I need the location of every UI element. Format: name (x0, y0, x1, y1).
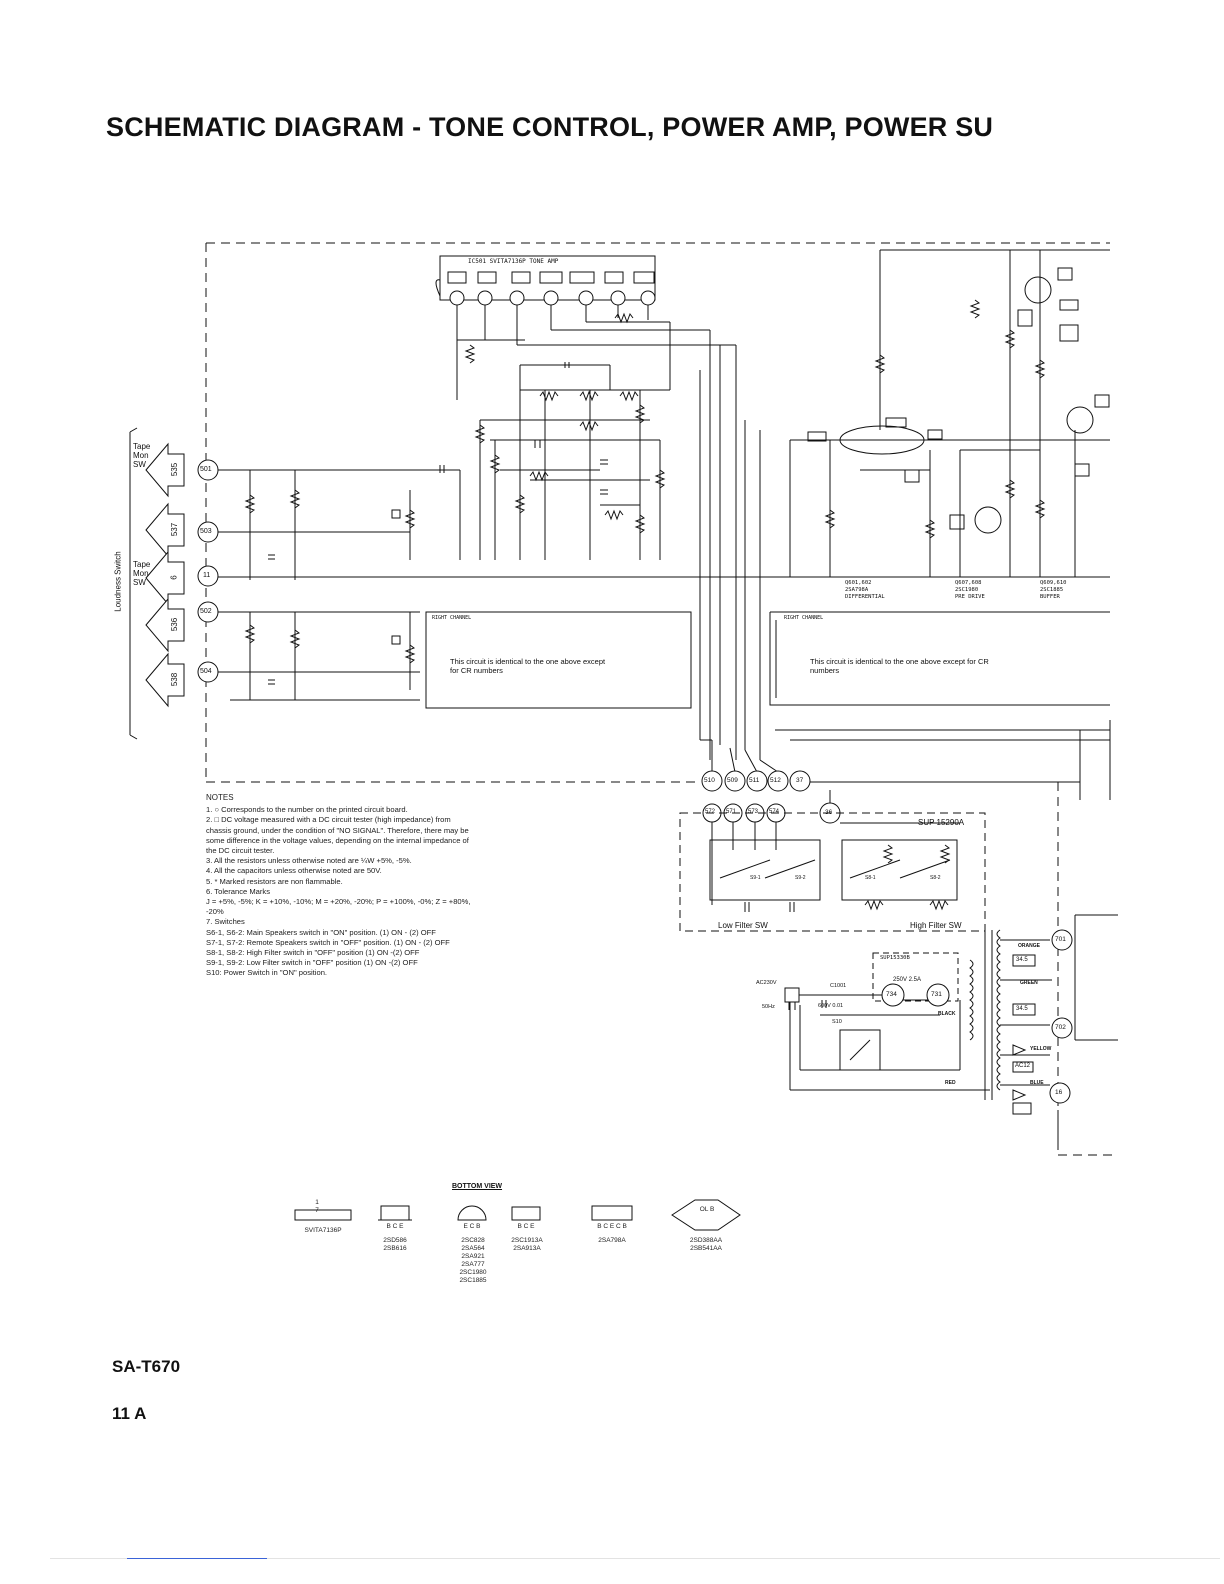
connector-536: 536 (170, 617, 180, 632)
node-512: 512 (770, 777, 781, 784)
note-item-3: 3. All the resistors unless otherwise no… (206, 856, 412, 866)
transistor-role: PRE DRIVE (955, 594, 985, 600)
node-734: 734 (886, 991, 897, 998)
note-item-1: 1. ○ Corresponds to the number on the pr… (206, 805, 408, 815)
node-511: 511 (749, 777, 760, 784)
loudness-switch-label: Loudness Switch (113, 551, 123, 612)
ac-level-2: 34.5 (1016, 1006, 1028, 1012)
transistor-names: Q601,602 (845, 580, 872, 586)
switch-board-label: SUP 15290A (918, 818, 965, 827)
transistor-role: DIFFERENTIAL (845, 594, 885, 600)
transistor-role: BUFFER (1040, 594, 1060, 600)
node-510: 510 (704, 777, 715, 784)
right-channel-note-2: This circuit is identical to the one abo… (810, 657, 989, 675)
ic-label: IC501 SVITA7136P TONE AMP (468, 258, 559, 265)
node-571: 571 (726, 809, 737, 815)
right-channel-note-1: This circuit is identical to the one abo… (450, 657, 606, 675)
connector-538: 538 (170, 672, 180, 687)
connector-537: 537 (170, 522, 180, 537)
transistor-parts: 2SA798A (845, 587, 869, 593)
package-pins-6: OL B (699, 1206, 715, 1213)
dc-level: AC12 (1015, 1063, 1031, 1069)
notes-heading: NOTES (206, 793, 234, 802)
cap-c1001-label: C1001 (830, 983, 847, 989)
package-parts-1: SVITA7136P (304, 1227, 342, 1234)
transistor-names: Q607,608 (955, 580, 982, 586)
switch-s9-2: S9-2 (795, 875, 806, 881)
cap-c1001-value: 600V 0.01 (818, 1003, 844, 1009)
fuse-value-label: 250V 2.5A (893, 977, 922, 983)
ac-input-label: AC230V (756, 980, 777, 986)
ac-freq-label: 50Hz (762, 1004, 775, 1010)
package-parts-4: 2SC1913A 2SA913A (511, 1237, 543, 1252)
tape-mon-sw-label-2: Tape Mon SW (133, 560, 151, 587)
right-channel-label-2: RIGHT CHANNEL (784, 615, 824, 621)
switch-s8-1: S8-1 (865, 875, 876, 881)
node-16: 16 (1055, 1089, 1063, 1096)
jack-504: 504 (200, 668, 212, 675)
node-36: 36 (825, 809, 833, 816)
notes-block: NOTES 1. ○ Corresponds to the number on … (206, 793, 476, 979)
ac-level-1: 34.5 (1016, 957, 1028, 963)
page-number: 11 A (112, 1404, 147, 1423)
wire-black: BLACK (938, 1011, 956, 1017)
transistor-group-differential: Q601,602 2SA798A DIFFERENTIAL (845, 580, 885, 601)
right-channel-label-1: RIGHT CHANNEL (432, 615, 472, 621)
node-37: 37 (796, 777, 804, 784)
note-item-5: 5. * Marked resistors are non flammable. (206, 876, 343, 886)
page-title: SCHEMATIC DIAGRAM - TONE CONTROL, POWER … (106, 112, 994, 142)
note-item-6: 6. Tolerance Marks J = +5%, -5%; K = +10… (206, 886, 471, 917)
switch-s9-1: S9-1 (750, 875, 761, 881)
switch-s8-2: S8-2 (930, 875, 941, 881)
package-parts-6: 2SD388AA 2SB541AA (689, 1237, 723, 1252)
node-731: 731 (931, 991, 942, 998)
wire-red: RED (945, 1080, 956, 1086)
footer-rule (50, 1558, 1220, 1559)
tape-mon-sw-label: Tape Mon SW (133, 442, 151, 469)
node-573: 573 (748, 809, 759, 815)
node-572: 572 (705, 809, 716, 815)
package-parts-5: 2SA798A (598, 1237, 626, 1244)
low-filter-sw-label: Low Filter SW (718, 921, 768, 930)
note-item-4: 4. All the capacitors unless otherwise n… (206, 866, 382, 876)
jack-502: 502 (200, 608, 212, 615)
wire-orange: ORANGE (1018, 943, 1040, 949)
node-702: 702 (1055, 1024, 1066, 1031)
note-item-7: 7. Switches S6-1, S6-2: Main Speakers sw… (206, 917, 450, 978)
fuse-board-label: SUP15330B (880, 955, 910, 961)
package-pins-5: B C E C B (597, 1223, 627, 1230)
note-item-2: 2. □ DC voltage measured with a DC circu… (206, 815, 469, 856)
node-701: 701 (1055, 936, 1066, 943)
switch-s10-label: S10 (832, 1019, 842, 1025)
node-509: 509 (727, 777, 738, 784)
transistor-group-buffer: Q609,610 2SC1885 BUFFER (1040, 580, 1067, 601)
transistor-parts: 2SC1885 (1040, 587, 1064, 593)
wire-yellow: YELLOW (1030, 1046, 1052, 1052)
package-pins-2: B C E (386, 1223, 404, 1230)
connector-6: 6 (169, 575, 179, 580)
high-filter-sw-label: High Filter SW (910, 921, 962, 930)
wire-green: GREEN (1020, 980, 1038, 986)
bottom-view-heading: BOTTOM VIEW (452, 1183, 503, 1190)
connector-535: 535 (170, 462, 180, 477)
jack-503: 503 (200, 528, 212, 535)
wire-blue: BLUE (1030, 1080, 1044, 1086)
package-parts-3: 2SC828 2SA564 2SA921 2SA777 2SC1980 2SC1… (459, 1237, 487, 1284)
transistor-group-pre-drive: Q607,608 2SC1980 PRE DRIVE (955, 580, 985, 601)
jack-11: 11 (203, 572, 211, 579)
jack-501: 501 (200, 466, 212, 473)
package-pins-3: E C B (463, 1223, 481, 1230)
package-parts-2: 2SD586 2SB616 (383, 1237, 407, 1252)
transistor-parts: 2SC1980 (955, 587, 979, 593)
footer-link-rule (127, 1558, 267, 1559)
node-574: 574 (769, 809, 780, 815)
model-number: SA-T670 (112, 1357, 181, 1376)
package-pins-4: B C E (517, 1223, 535, 1230)
package-pins-1: 1 7 (315, 1199, 333, 1214)
transistor-names: Q609,610 (1040, 580, 1067, 586)
